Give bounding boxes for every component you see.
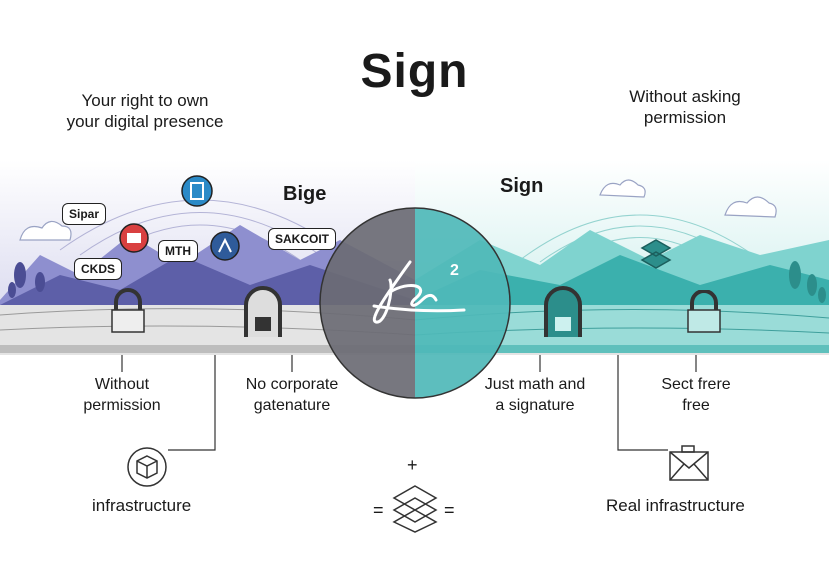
signature-mark — [372, 260, 466, 324]
left-padlock-small — [111, 288, 145, 333]
layers-icon — [640, 239, 672, 269]
plus-symbol: + — [407, 455, 418, 475]
left-tagline-line1: Your right to own — [81, 91, 209, 110]
right-subheading: Sign — [500, 175, 544, 197]
left-tagline-line2: your digital presence — [66, 112, 224, 131]
signature-superscript: 2 — [450, 262, 459, 279]
right-tagline-line1: Without asking — [629, 87, 741, 106]
app-icon-red — [119, 223, 149, 253]
app-icon-blue — [181, 175, 213, 207]
caption-line1: Sect frere — [661, 376, 731, 393]
right-tagline-line2: permission — [643, 108, 727, 127]
caption-line2: gatenature — [253, 397, 331, 414]
bubble-mth: MTH — [158, 240, 198, 262]
right-padlock-small — [687, 290, 721, 333]
caption-line2: free — [682, 397, 710, 414]
caption-just-math: Just math and a signature — [460, 374, 610, 416]
caption-line1: Just math and — [484, 376, 586, 393]
stack-diagram-icon — [392, 485, 438, 533]
caption-without-permission: Without permission — [60, 374, 184, 416]
envelope-icon — [669, 445, 709, 481]
cube-icon — [127, 447, 167, 487]
app-icon-navy — [210, 231, 240, 261]
caption-line2: permission — [83, 397, 161, 414]
caption-line1: No corporate — [245, 376, 339, 393]
caption-line2: a signature — [495, 397, 575, 414]
caption-line1: Without — [94, 376, 150, 393]
right-padlock — [544, 286, 582, 337]
bubble-ckds: CKDS — [74, 258, 123, 280]
left-footer-label: infrastructure — [92, 496, 192, 515]
left-padlock — [244, 286, 282, 337]
bubble-sipar: Sipar — [62, 203, 107, 225]
right-tagline: Without asking permission — [600, 86, 770, 128]
right-footer-label: Real infrastructure — [606, 496, 745, 515]
caption-sect-frere: Sect frere free — [636, 374, 756, 416]
bubble-sakcoit: SAKCOIT — [268, 228, 336, 250]
left-tagline: Your right to own your digital presence — [55, 90, 235, 132]
equals-right: = — [444, 500, 455, 520]
caption-no-corporate: No corporate gatenature — [222, 374, 362, 416]
equals-left: = — [373, 500, 384, 520]
page-title: Sign — [360, 45, 469, 98]
left-subheading: Bige — [283, 183, 327, 205]
